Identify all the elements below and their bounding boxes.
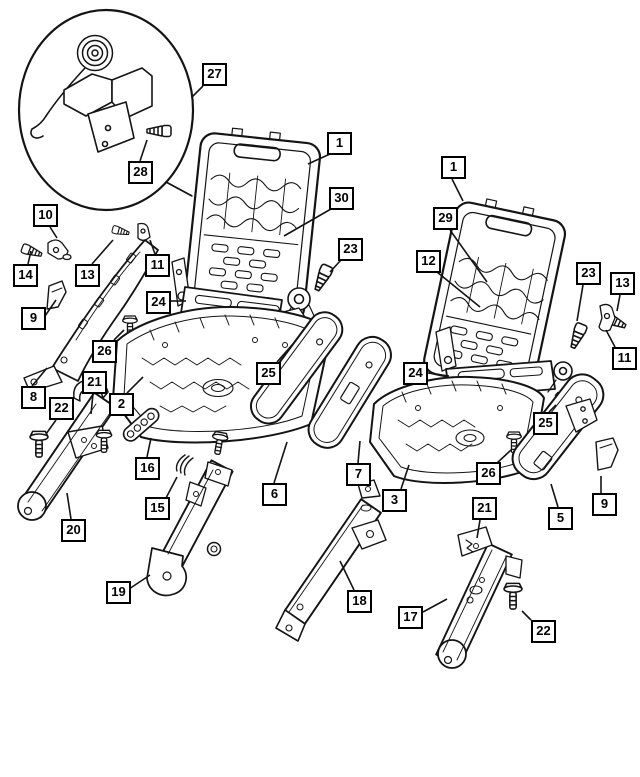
callout-24-left[interactable]: 24: [146, 291, 171, 314]
callout-9-right[interactable]: 9: [592, 493, 617, 516]
callout-23-left[interactable]: 23: [338, 238, 363, 261]
part-27-detail-circle: [17, 8, 195, 212]
callout-21-right[interactable]: 21: [472, 497, 497, 520]
part-23-bolt-right: [566, 321, 589, 351]
callout-13-right[interactable]: 13: [610, 272, 635, 295]
bolt-track-19: [208, 430, 230, 457]
retainer-wire: [30, 67, 86, 139]
callout-1-right[interactable]: 1: [441, 156, 466, 179]
callout-8[interactable]: 8: [21, 386, 46, 409]
callout-13-left[interactable]: 13: [75, 264, 100, 287]
callout-21-left[interactable]: 21: [82, 371, 107, 394]
callout-23-right[interactable]: 23: [576, 262, 601, 285]
callout-6[interactable]: 6: [262, 483, 287, 506]
part-15-spring: [175, 454, 194, 476]
callout-29[interactable]: 29: [433, 207, 458, 230]
callout-22-right[interactable]: 22: [531, 620, 556, 643]
part-9-trim-right: [595, 437, 619, 471]
callout-26-left[interactable]: 26: [92, 340, 117, 363]
callout-18[interactable]: 18: [347, 590, 372, 613]
part-6-shield: [249, 311, 344, 425]
callout-30[interactable]: 30: [329, 187, 354, 210]
part-22-bolt-left: [29, 430, 49, 458]
callout-19[interactable]: 19: [106, 581, 131, 604]
callout-24-right[interactable]: 24: [403, 362, 428, 385]
part-29-lumbar-wires: [450, 257, 548, 325]
callout-15[interactable]: 15: [145, 497, 170, 520]
part-8-riser-left: [23, 239, 159, 393]
callout-20[interactable]: 20: [61, 519, 86, 542]
part-28-screw: [146, 124, 172, 138]
bracket-clip: [63, 67, 153, 153]
part-11-bracket-left: [137, 222, 151, 241]
callout-22-left[interactable]: 22: [49, 397, 74, 420]
callout-27[interactable]: 27: [202, 63, 227, 86]
callout-28[interactable]: 28: [128, 161, 153, 184]
callout-9-left[interactable]: 9: [21, 307, 46, 330]
callout-11-left[interactable]: 11: [145, 254, 170, 277]
callout-14[interactable]: 14: [13, 264, 38, 287]
callout-25-left[interactable]: 25: [256, 362, 281, 385]
part-18-bracket: [275, 479, 387, 642]
part-14-screw: [19, 242, 44, 260]
part-9-trim-left: [46, 280, 67, 310]
part-16-adjuster-strip: [122, 407, 160, 442]
part-23-bolt-left: [310, 262, 335, 294]
callout-7[interactable]: 7: [346, 463, 371, 486]
part-11-hook-right: [598, 303, 616, 332]
callout-17[interactable]: 17: [398, 606, 423, 629]
leader-lines: [27, 85, 621, 621]
screw-small-left: [111, 224, 131, 238]
callout-25-right[interactable]: 25: [533, 412, 558, 435]
callout-12[interactable]: 12: [416, 250, 441, 273]
hinge-plate-right: [435, 326, 457, 372]
part-19-track: [146, 459, 234, 597]
callout-5[interactable]: 5: [548, 507, 573, 530]
callout-2[interactable]: 2: [109, 393, 134, 416]
coil-grommet-icon: [76, 34, 114, 72]
part-22-bolt-right: [503, 582, 523, 610]
part-17-track: [435, 526, 523, 669]
callout-11-right[interactable]: 11: [612, 347, 637, 370]
part-10-clamp: [47, 239, 72, 261]
lumbar-wires: [206, 172, 302, 236]
callout-3[interactable]: 3: [382, 489, 407, 512]
callout-26-right[interactable]: 26: [476, 462, 501, 485]
callout-10[interactable]: 10: [33, 204, 58, 227]
callout-16[interactable]: 16: [135, 457, 160, 480]
callout-1-left[interactable]: 1: [327, 132, 352, 155]
shield-bracket-right: [565, 398, 598, 433]
part-7-shield: [307, 335, 392, 449]
